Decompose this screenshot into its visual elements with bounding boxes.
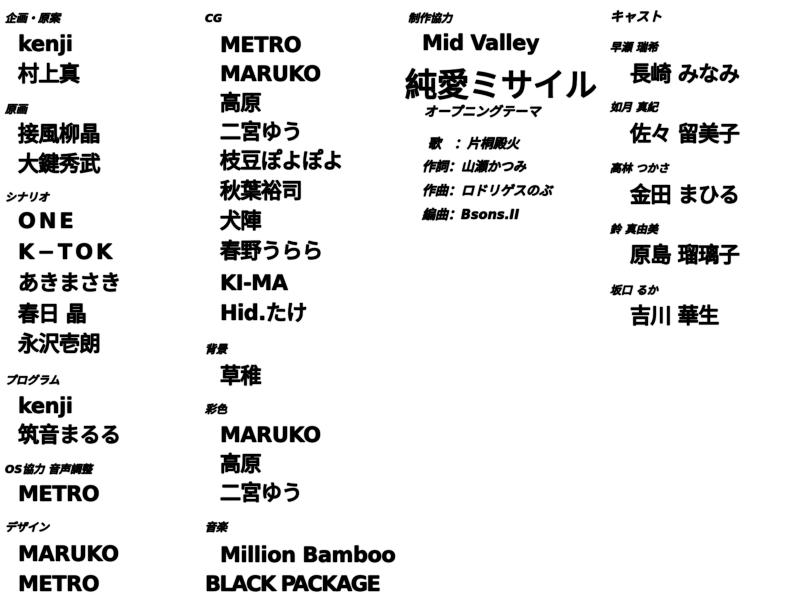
credit-name: あきまさき [18,271,121,295]
cast-role: 高林 つかさ [610,162,669,175]
credit-name: 枝豆ぽよぽよ [220,149,344,173]
song-credit: 編曲：Bsons.II [422,208,520,223]
credit-name: BLACK PACKAGE [205,572,381,596]
credit-name: 接風柳晶 [18,122,101,146]
cast-role: 早瀬 瑞希 [610,41,658,54]
cast-actor: 佐々 留美子 [630,122,740,146]
cast-actor: 金田 まひる [630,183,740,207]
color-label: 彩色 [205,403,227,416]
credit-name: K−TOK [18,240,116,264]
bg-label: 背景 [205,343,227,356]
credit-name: Million Bamboo [220,543,396,567]
cast-role: 鈴 真由美 [610,223,658,236]
credit-name: 二宮ゆう [220,120,303,144]
credit-name: KI-MA [220,271,288,295]
credit-name: 春野うらら [220,239,323,263]
credit-name: 高原 [220,452,262,476]
cast-actor: 原島 瑠璃子 [630,243,740,267]
coop-label: 制作協力 [408,12,452,25]
credit-name: 二宮ゆう [220,481,303,505]
credit-name: 草稚 [220,364,262,388]
art-label: 原画 [5,103,27,116]
credit-name: MARUKO [18,542,119,566]
credit-name: MARUKO [220,62,321,86]
credit-name: 村上真 [18,62,80,86]
credit-name: kenji [18,394,73,418]
credit-name: 大鍵秀武 [18,152,101,176]
credit-name: 高原 [220,91,262,115]
song-credit: 作曲：ロドリゲスのぶ [422,184,553,199]
os-label: OS協力 音声調整 [5,463,93,476]
design-label: デザイン [5,521,49,534]
credit-name: 筑音まるる [18,423,121,447]
credit-name: ONE [18,209,77,233]
program-label: プログラム [5,374,60,387]
credit-name: 春日 晶 [18,302,87,326]
scenario-label: シナリオ [5,191,49,204]
cg-label: CG [205,12,223,25]
song-title: 純愛ミサイル [405,66,598,104]
planning-label: 企画・原案 [5,12,60,25]
song-credit: 歌 ：片桐殿火 [428,137,520,152]
cast-role: 如月 真紀 [610,101,658,114]
credit-name: METRO [220,33,302,57]
cast-actor: 吉川 華生 [630,304,719,328]
credit-name: kenji [18,32,73,56]
credit-name: 秋葉裕司 [220,179,303,203]
credit-name: 犬陣 [220,209,262,233]
cast-actor: 長崎 みなみ [630,62,740,86]
music-label: 音楽 [205,521,227,534]
cast-role: 坂口 るか [610,284,658,297]
credit-name: Mid Valley [422,31,540,55]
credit-name: 永沢壱朗 [18,332,101,356]
song-subtitle: オープニングテーマ [424,105,541,120]
song-credit: 作詞：山瀬かつみ [422,160,527,175]
credit-name: Hid.たけ [220,301,307,325]
credit-name: METRO [18,482,100,506]
credit-name: METRO [18,572,100,596]
cast-label: キャスト [610,10,663,25]
credit-name: MARUKO [220,423,321,447]
